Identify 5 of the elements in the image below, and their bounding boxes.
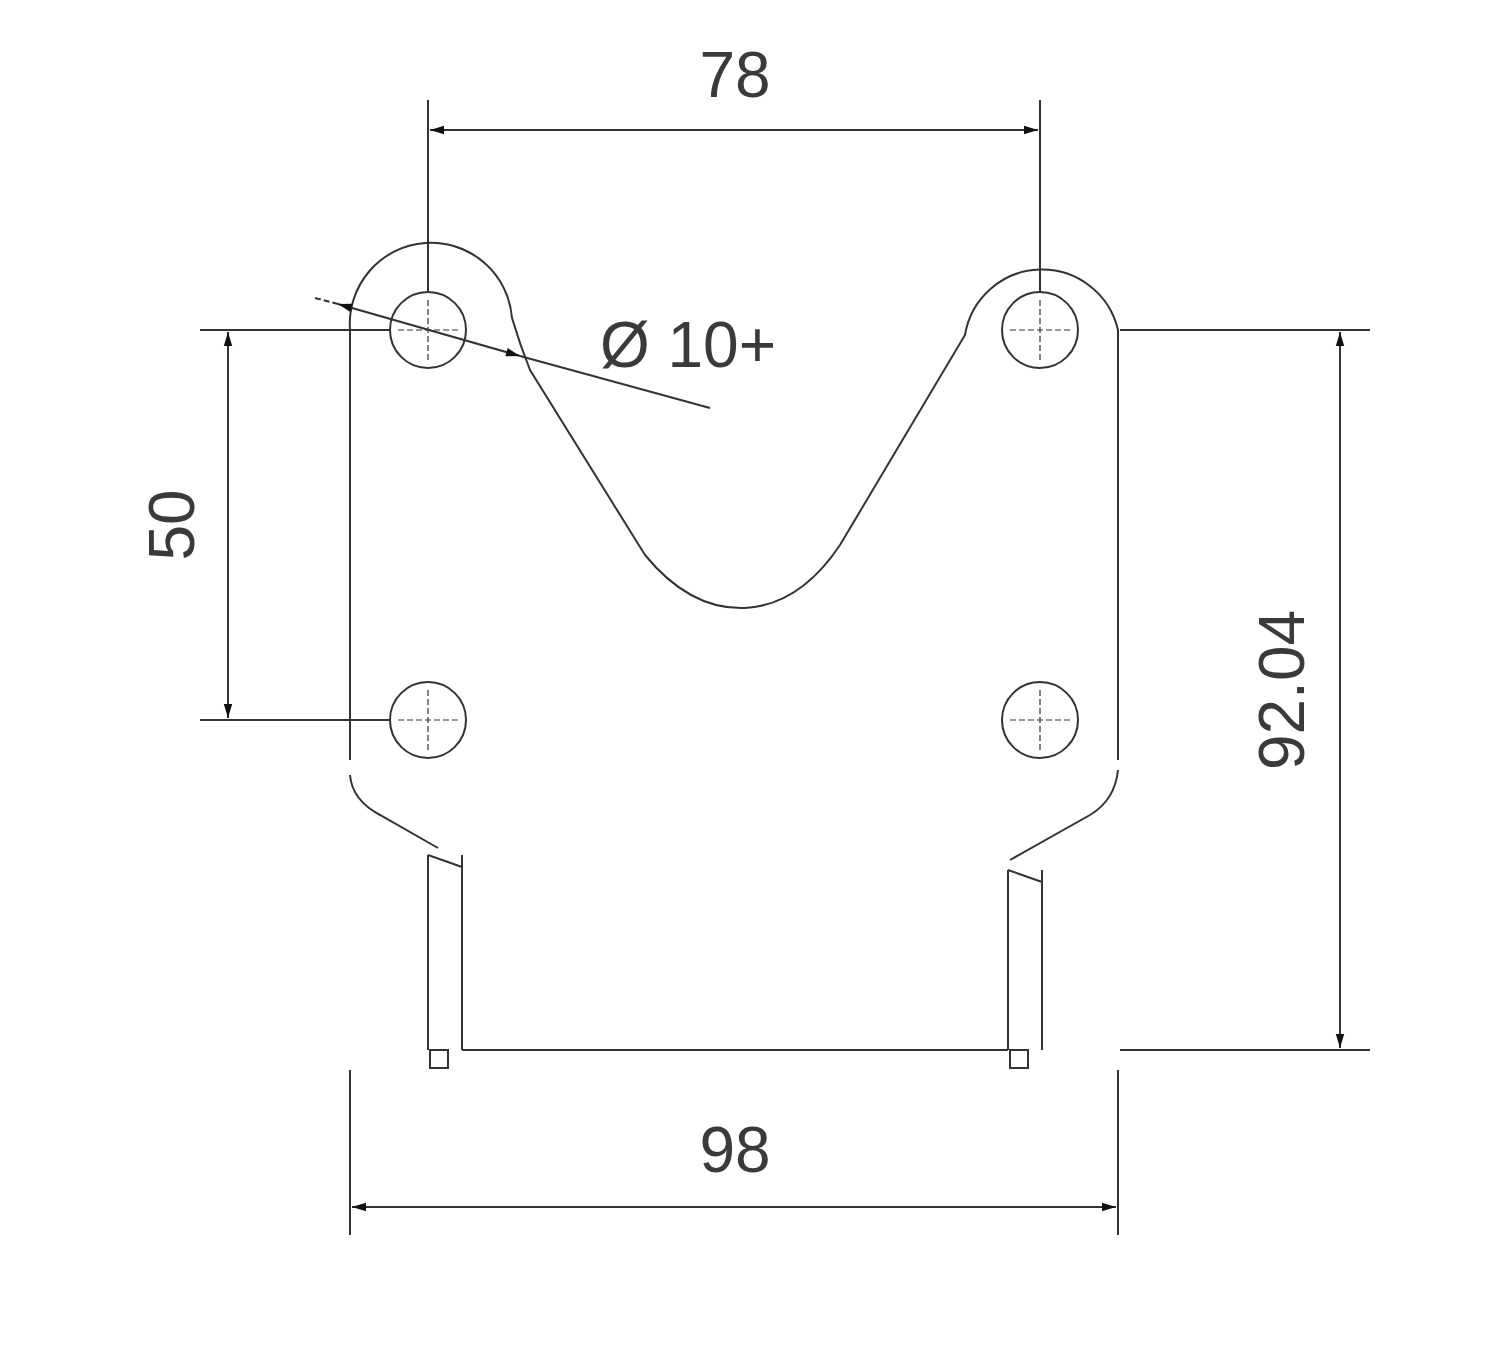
dimension-value: 50: [140, 489, 204, 561]
dimension-value: Ø 10+: [599, 313, 777, 377]
dimension-value: 92.04: [1250, 609, 1314, 771]
dimension-value: 78: [699, 43, 771, 107]
dimension-value: 98: [699, 1118, 771, 1182]
